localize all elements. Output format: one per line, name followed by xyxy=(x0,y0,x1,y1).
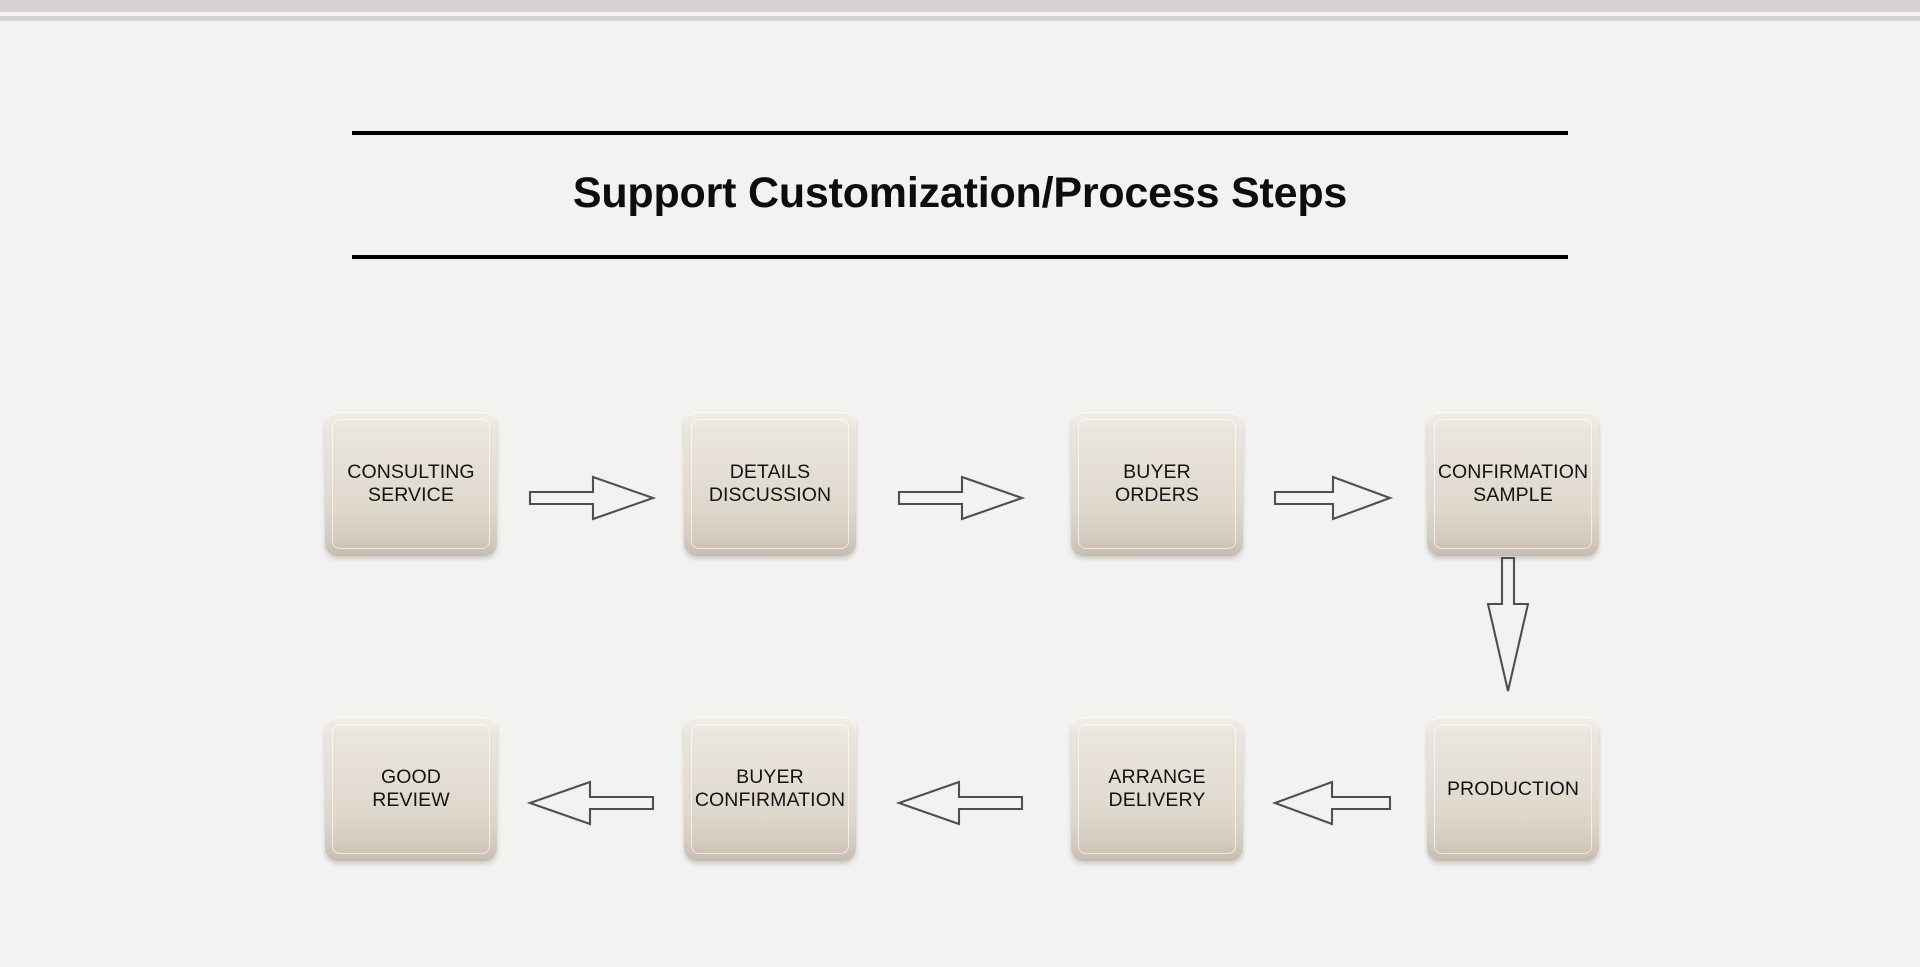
process-box-arrange-delivery[interactable]: ARRANGE DELIVERY xyxy=(1071,717,1243,861)
process-box-buyer-orders[interactable]: BUYER ORDERS xyxy=(1071,412,1243,556)
process-box-label: ARRANGE DELIVERY xyxy=(1108,766,1206,811)
title-block: Support Customization/Process Steps xyxy=(352,131,1568,259)
window-top-divider xyxy=(0,16,1920,21)
title-rule-top xyxy=(352,131,1568,135)
arrow-delivery-to-confirmation-icon xyxy=(895,780,1024,826)
process-box-production[interactable]: PRODUCTION xyxy=(1427,717,1599,861)
arrow-sample-to-production-icon xyxy=(1486,556,1530,692)
process-box-details-discussion[interactable]: DETAILS DISCUSSION xyxy=(684,412,856,556)
process-box-label: GOOD REVIEW xyxy=(372,766,450,811)
page-title: Support Customization/Process Steps xyxy=(572,169,1348,217)
title-rule-bottom xyxy=(352,255,1568,259)
process-box-label: CONFIRMATION SAMPLE xyxy=(1437,461,1589,506)
arrow-consulting-to-details-icon xyxy=(528,475,657,521)
process-box-label: BUYER ORDERS xyxy=(1114,461,1200,506)
process-box-good-review[interactable]: GOOD REVIEW xyxy=(325,717,497,861)
process-box-label: BUYER CONFIRMATION xyxy=(694,766,846,811)
arrow-details-to-orders-icon xyxy=(897,475,1026,521)
process-box-label: PRODUCTION xyxy=(1446,777,1580,800)
process-box-consulting-service[interactable]: CONSULTING SERVICE xyxy=(325,412,497,556)
arrow-production-to-delivery-icon xyxy=(1271,780,1392,826)
arrow-orders-to-sample-icon xyxy=(1273,475,1394,521)
process-box-label: DETAILS DISCUSSION xyxy=(708,461,832,506)
process-box-label: CONSULTING SERVICE xyxy=(347,461,475,506)
window-top-band xyxy=(0,0,1920,12)
arrow-confirmation-to-review-icon xyxy=(526,780,655,826)
process-box-buyer-confirmation[interactable]: BUYER CONFIRMATION xyxy=(684,717,856,861)
slide-canvas: Support Customization/Process Steps CONS… xyxy=(0,21,1920,967)
window-top-gap xyxy=(0,12,1920,16)
process-box-confirmation-sample[interactable]: CONFIRMATION SAMPLE xyxy=(1427,412,1599,556)
